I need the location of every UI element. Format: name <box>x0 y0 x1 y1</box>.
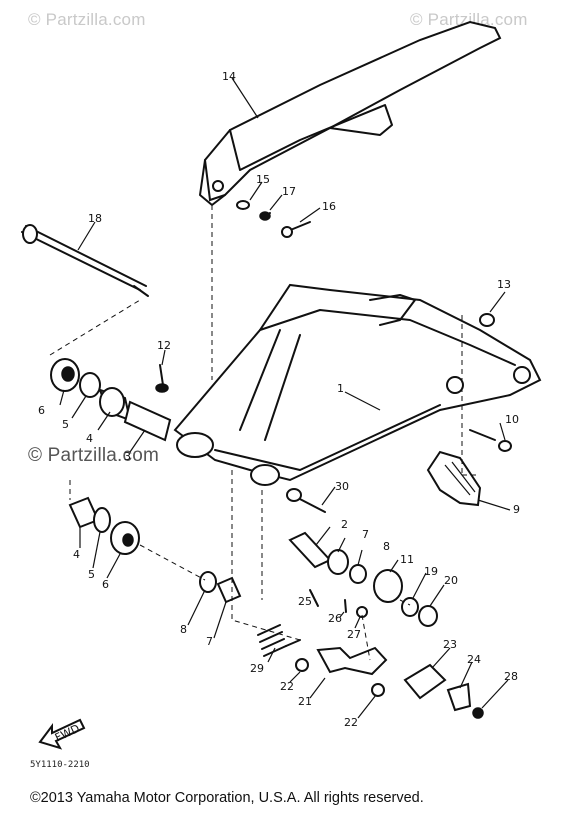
washer-nut-19-20[interactable] <box>401 597 438 627</box>
callout-6b: 6 <box>102 578 109 591</box>
forward-arrow: FWD <box>38 718 86 750</box>
copyright-notice: ©2013 Yamaha Motor Corporation, U.S.A. A… <box>30 790 424 806</box>
callout-7b: 7 <box>362 528 369 541</box>
callout-19: 19 <box>424 565 438 578</box>
bolt-10-part[interactable] <box>469 429 512 452</box>
left-bushing-stack[interactable] <box>50 358 172 442</box>
callout-10: 10 <box>505 413 519 426</box>
assembly-guide-lines <box>49 205 480 661</box>
watermark-middle: © Partzilla.com <box>28 445 160 466</box>
rear-arm-part[interactable] <box>173 283 542 486</box>
callout-26: 26 <box>328 612 342 625</box>
bolt-30-part[interactable] <box>286 488 326 513</box>
callout-labels: 14 15 17 16 18 13 12 1 10 6 5 4 3 30 9 2… <box>38 70 520 729</box>
callout-23: 23 <box>443 638 457 651</box>
callout-2: 2 <box>341 518 348 531</box>
callout-4a: 4 <box>86 432 93 445</box>
callout-4b: 4 <box>73 548 80 561</box>
callout-1: 1 <box>337 382 344 395</box>
callout-22a: 22 <box>280 680 294 693</box>
callout-13: 13 <box>497 278 511 291</box>
leader-lines <box>59 77 511 719</box>
callout-25: 25 <box>298 595 312 608</box>
callout-11: 11 <box>400 553 414 566</box>
callout-28: 28 <box>504 670 518 683</box>
callout-29: 29 <box>250 662 264 675</box>
callout-27: 27 <box>347 628 361 641</box>
brake-parts-23-24-28[interactable] <box>403 663 484 719</box>
callout-5b: 5 <box>88 568 95 581</box>
brake-arm-part[interactable] <box>295 646 388 697</box>
callout-16: 16 <box>322 200 336 213</box>
spring-29-part[interactable] <box>257 624 301 657</box>
callout-30: 30 <box>335 480 349 493</box>
callout-17: 17 <box>282 185 296 198</box>
chain-guide-part[interactable] <box>426 450 482 507</box>
callout-18: 18 <box>88 212 102 225</box>
callout-14: 14 <box>222 70 236 83</box>
callout-24: 24 <box>467 653 481 666</box>
chain-case-part[interactable] <box>199 20 502 206</box>
chain-case-fasteners[interactable] <box>236 200 311 238</box>
callout-22b: 22 <box>344 716 358 729</box>
callout-21: 21 <box>298 695 312 708</box>
callout-15: 15 <box>256 173 270 186</box>
callout-7c: 7 <box>206 635 213 648</box>
callout-8b: 8 <box>383 540 390 553</box>
callout-8c: 8 <box>180 623 187 636</box>
callout-12: 12 <box>157 339 171 352</box>
grease-nipple-part[interactable] <box>155 364 169 393</box>
right-bushing-stack[interactable] <box>288 531 403 603</box>
svg-text:FWD: FWD <box>53 722 82 745</box>
callout-20: 20 <box>444 574 458 587</box>
pivot-shaft-part[interactable] <box>21 224 149 297</box>
lower-left-bushing-stack[interactable] <box>68 496 140 555</box>
lower-collar-part[interactable] <box>199 571 242 604</box>
callout-6a: 6 <box>38 404 45 417</box>
callout-5a: 5 <box>62 418 69 431</box>
watermark-top-left: © Partzilla.com <box>28 10 146 29</box>
callout-3: 3 <box>124 450 131 463</box>
diagram-code: 5Y1110-2210 <box>30 760 90 770</box>
callout-9: 9 <box>513 503 520 516</box>
watermark-top-right: © Partzilla.com <box>410 10 528 29</box>
bolt-13-part[interactable] <box>479 313 495 327</box>
